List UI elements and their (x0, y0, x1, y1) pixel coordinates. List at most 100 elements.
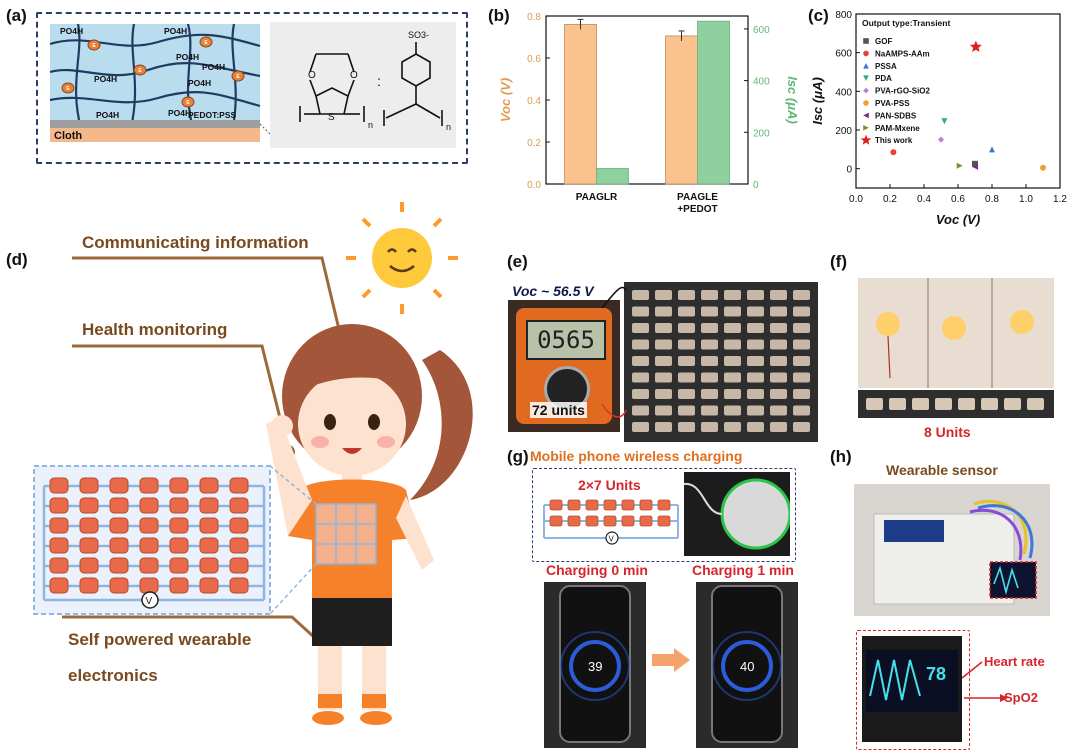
legend-marker (863, 112, 869, 119)
scatter-point (989, 146, 995, 153)
legend-marker (863, 75, 869, 81)
scatter-point (969, 40, 982, 52)
group-label: PO4H (164, 26, 187, 36)
generator-unit (549, 499, 563, 511)
y-tick-label-right: 0 (753, 180, 759, 191)
generator-unit (701, 323, 718, 333)
generator-unit (603, 515, 617, 527)
generator-unit (701, 339, 718, 350)
generator-unit (724, 290, 741, 300)
x-tick-label: 1.2 (1053, 194, 1067, 205)
generator-unit (229, 477, 249, 494)
generator-unit (79, 557, 99, 574)
generator-unit (79, 517, 99, 534)
generator-unit (109, 537, 129, 554)
generator-unit (655, 290, 672, 300)
group-label: PO4H (176, 52, 199, 62)
y-axis-label-right: Isc (μA) (785, 76, 800, 124)
separator: : (377, 73, 381, 89)
communicating-info-text: Communicating information (82, 233, 309, 252)
generator-unit (109, 577, 129, 594)
y-tick-label: 0 (846, 165, 852, 176)
output-type-annotation: Output type:Transient (862, 18, 950, 28)
scatter-point (1040, 164, 1046, 171)
panel-h-label: (h) (830, 447, 852, 466)
group-label: PO4H (188, 78, 211, 88)
generator-unit (770, 323, 787, 333)
y-tick-label-left: 0.0 (527, 180, 541, 191)
scatter-point (956, 162, 963, 169)
x-tick-label: 0.2 (883, 194, 897, 205)
charging-after-label: Charging 1 min (692, 562, 794, 578)
generator-unit (139, 497, 159, 514)
generator-unit (169, 497, 189, 514)
generator-unit (657, 499, 671, 511)
units-2x7-label: 2×7 Units (578, 477, 641, 493)
group-label: PO4H (96, 110, 119, 120)
bar-voc (564, 23, 597, 185)
generator-unit (889, 398, 906, 410)
legend-marker (863, 50, 869, 57)
generator-unit (747, 306, 764, 317)
scatter-point (938, 136, 944, 143)
generator-unit (678, 339, 695, 350)
generator-unit (678, 405, 695, 416)
generator-unit (109, 477, 129, 494)
generator-unit (1004, 398, 1021, 410)
zoom-frame (856, 630, 970, 750)
generator-unit (747, 389, 764, 399)
legend-marker (863, 63, 869, 69)
probe-wires (601, 286, 627, 418)
generator-unit (229, 537, 249, 554)
y-tick-label-left: 0.6 (527, 54, 541, 65)
generator-unit (958, 398, 975, 410)
generator-unit (199, 557, 219, 574)
small-array: V (543, 499, 679, 545)
generator-unit (632, 422, 649, 432)
generator-unit (701, 290, 718, 300)
group-label: PO4H (60, 26, 83, 36)
x-category-label: +PEDOT (677, 204, 717, 215)
pedot-layer-label: PEDOT:PSS (188, 110, 237, 120)
generator-unit (793, 422, 810, 432)
generator-unit (603, 499, 617, 511)
generator-unit (632, 372, 649, 383)
generator-unit (169, 517, 189, 534)
y-axis-label: Isc (μA) (810, 77, 825, 125)
x-tick-label: 1.0 (1019, 194, 1033, 205)
generator-unit (632, 306, 649, 317)
generator-unit (724, 323, 741, 333)
panel-a-schematic: E E E E E E PO4H PO4H PO4H PO4H PO4H PO4… (49, 22, 456, 148)
bead-letter: E (186, 100, 190, 106)
generator-unit (79, 497, 99, 514)
voltmeter-symbol: V (146, 596, 153, 607)
y-axis-label-left: Voc (V) (498, 78, 513, 122)
voltmeter-icon (605, 531, 619, 545)
y-tick-label-left: 0.8 (527, 12, 541, 23)
generator-unit (199, 517, 219, 534)
x-tick-label: 0.8 (985, 194, 999, 205)
y-tick-label-right: 400 (753, 77, 770, 88)
bead-letter: E (138, 68, 142, 74)
wearable-sensor-title: Wearable sensor (886, 462, 998, 478)
units-72-label: 72 units (530, 402, 587, 418)
generator-unit (199, 537, 219, 554)
generator-unit (199, 577, 219, 594)
generator-unit (701, 405, 718, 416)
girl-illustration: V (33, 202, 473, 725)
generator-unit (747, 290, 764, 300)
generator-unit (793, 405, 810, 416)
generator-unit (678, 389, 695, 399)
generator-unit (701, 372, 718, 383)
led-glow (1010, 310, 1034, 334)
group-label: PO4H (168, 108, 191, 118)
generator-unit (701, 422, 718, 432)
generator-unit (567, 515, 581, 527)
charger-photo (684, 472, 790, 556)
legend-marker (860, 134, 872, 145)
bar-isc (596, 168, 629, 185)
legend-marker (863, 100, 869, 106)
voltmeter-icon (141, 591, 159, 609)
generator-unit (79, 537, 99, 554)
